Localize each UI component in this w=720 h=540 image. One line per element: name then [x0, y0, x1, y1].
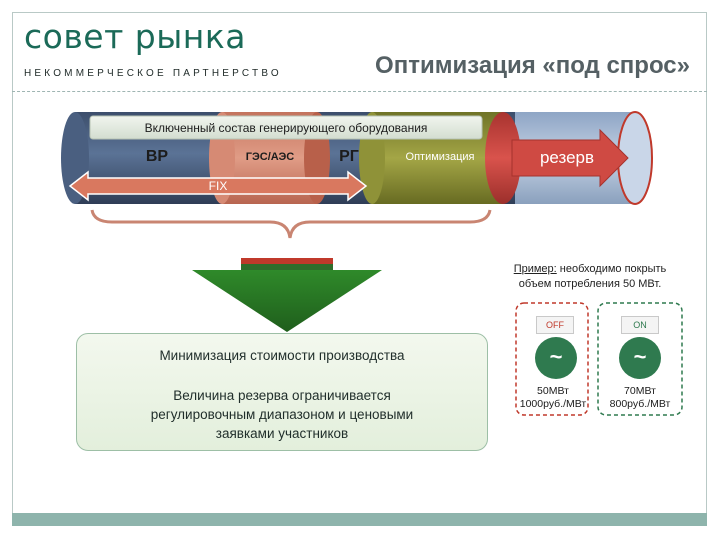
fix-double-arrow: [68, 170, 368, 202]
switch-off: OFF: [536, 316, 574, 334]
header-divider: [12, 91, 707, 92]
result-panel: Минимизация стоимости производства Велич…: [76, 333, 488, 451]
result-panel-line2: регулировочным диапазоном и ценовыми: [150, 407, 414, 422]
logo: совет рынка: [24, 17, 247, 56]
result-panel-body: Величина резерва ограничивается регулиро…: [77, 386, 487, 443]
generator-1-icon: ~: [535, 337, 577, 379]
result-panel-line1: Величина резерва ограничивается: [173, 388, 391, 403]
label-optimization: Оптимизация: [405, 151, 475, 163]
segment-reserve: [485, 112, 521, 204]
example-line1: необходимо покрыть: [556, 263, 667, 275]
result-panel-line3: заявками участников: [215, 426, 349, 441]
result-panel-title: Минимизация стоимости производства: [159, 348, 405, 363]
label-reserve: резерв: [539, 148, 595, 167]
example-line2: объем потребления 50 МВт.: [518, 278, 662, 290]
footer-bar: [12, 513, 707, 526]
logo-subtitle: НЕКОММЕРЧЕСКОЕ ПАРТНЕРСТВО: [24, 68, 282, 79]
slide-title: Оптимизация «под спрос»: [375, 52, 690, 79]
label-vr: ВР: [145, 148, 169, 165]
example-description: Пример: необходимо покрыть объем потребл…: [480, 262, 700, 292]
generator-2-price: 800руб./МВт: [609, 398, 671, 410]
example-prefix: Пример:: [513, 263, 557, 275]
label-fix: FIX: [208, 179, 228, 193]
generator-1-power: 50МВт: [537, 385, 569, 397]
band-generating-equipment: [89, 115, 483, 140]
reserve-arrow: [511, 128, 629, 188]
generator-2-icon: ~: [619, 337, 661, 379]
generator-1-price: 1000руб./МВт: [519, 398, 587, 410]
generator-2-info: 70МВт 800руб./МВт: [595, 385, 685, 411]
example-box-gen2: [597, 302, 683, 416]
pipe-brace: [90, 209, 492, 239]
label-ges-aes: ГЭС/АЭС: [245, 151, 295, 163]
example-box-gen1: [515, 302, 589, 416]
generator-2-power: 70МВт: [624, 385, 656, 397]
generator-1-info: 50МВт 1000руб./МВт: [508, 385, 598, 411]
switch-on: ON: [621, 316, 659, 334]
label-rg: РГ: [339, 148, 359, 165]
down-arrow: [192, 258, 382, 332]
band-label: Включенный состав генерирующего оборудов…: [144, 121, 428, 135]
